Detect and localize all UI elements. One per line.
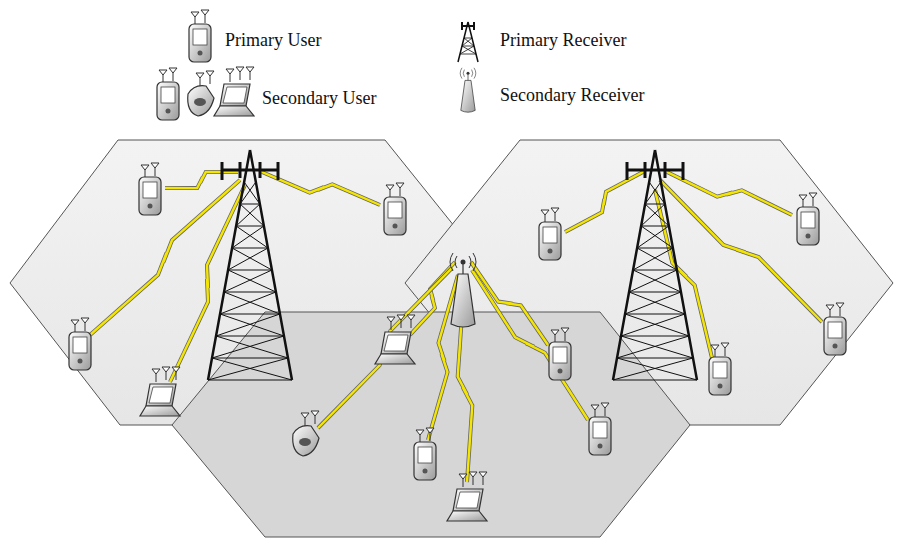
legend-icons — [157, 10, 478, 120]
primary-users — [69, 163, 846, 395]
secondary-receiver — [450, 253, 476, 327]
legend-label: Secondary Receiver — [500, 85, 644, 106]
secondary-users — [140, 315, 611, 521]
primary-receivers — [208, 150, 697, 380]
wireless-links — [90, 172, 822, 482]
legend-label: Primary Receiver — [500, 30, 626, 51]
legend-label: Primary User — [225, 30, 321, 51]
cells — [10, 140, 893, 537]
legend-label: Secondary User — [262, 88, 376, 109]
